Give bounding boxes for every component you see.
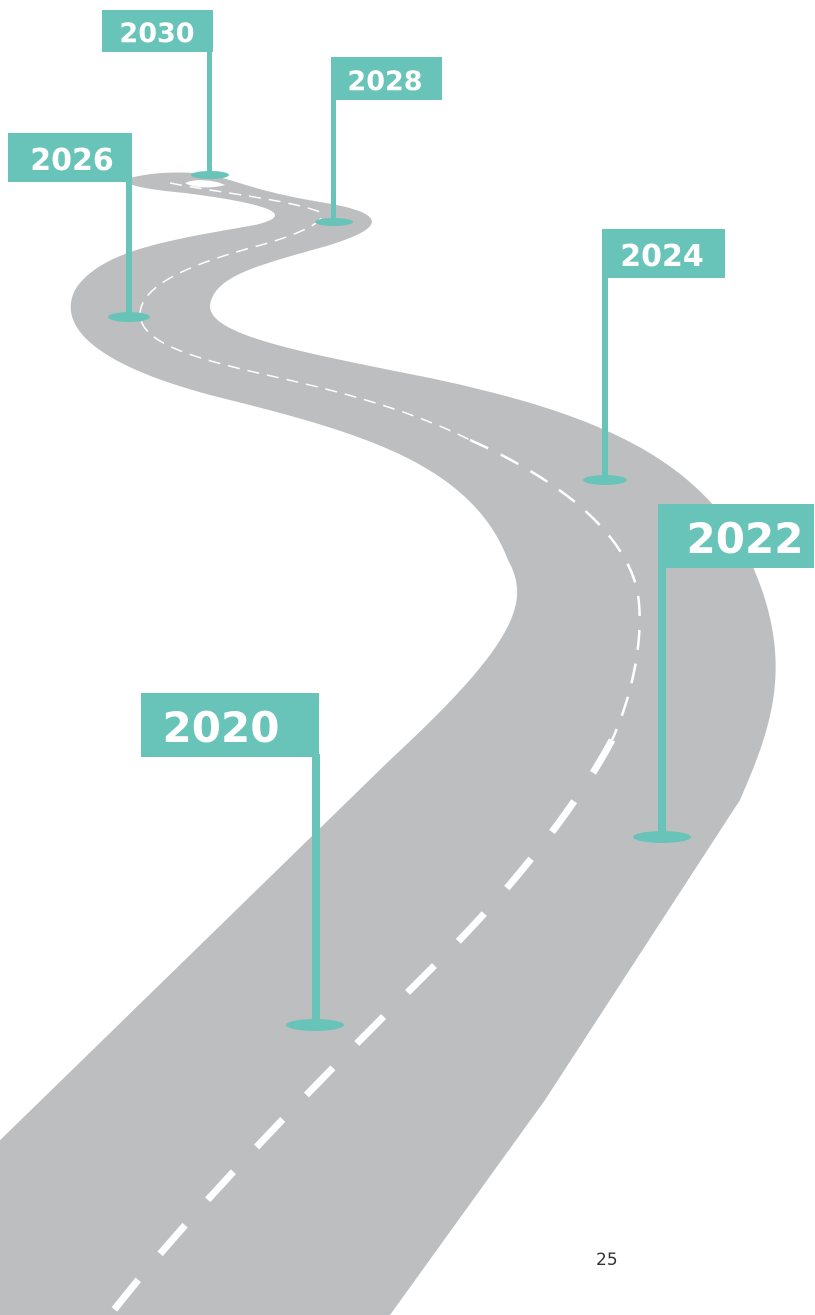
flag-pole [602, 275, 608, 480]
milestone-flag-2030: 2030 [102, 10, 229, 179]
flag-banner [331, 57, 442, 100]
flag-pole [331, 98, 336, 222]
flag-banner [658, 504, 814, 568]
flag-banner [8, 133, 132, 182]
flag-pole [126, 180, 132, 317]
flag-label-2030: 2030 [119, 18, 194, 49]
milestone-flag-2020: 2020 [141, 693, 344, 1031]
flag-pole [207, 50, 212, 175]
page-number: 25 [596, 1250, 618, 1270]
milestone-flag-2024: 2024 [583, 229, 725, 485]
flag-banner [141, 693, 319, 757]
flag-label-2022: 2022 [687, 514, 804, 563]
flag-label-2028: 2028 [347, 66, 422, 97]
flag-banner [602, 229, 725, 278]
flag-pole [658, 565, 666, 837]
lane-marking-near [107, 738, 616, 1315]
flag-label-2024: 2024 [620, 239, 704, 274]
milestone-flag-2026: 2026 [8, 133, 150, 322]
lane-marking-far [139, 182, 471, 441]
flag-banner [102, 10, 213, 52]
flag-label-2026: 2026 [30, 143, 114, 178]
milestone-flag-2022: 2022 [633, 504, 814, 843]
road [0, 172, 776, 1315]
road-inner-curve [185, 180, 225, 188]
lane-marking-mid [469, 438, 641, 741]
milestone-flag-2028: 2028 [315, 57, 442, 226]
flag-pole [312, 754, 320, 1025]
flag-label-2020: 2020 [163, 703, 280, 752]
